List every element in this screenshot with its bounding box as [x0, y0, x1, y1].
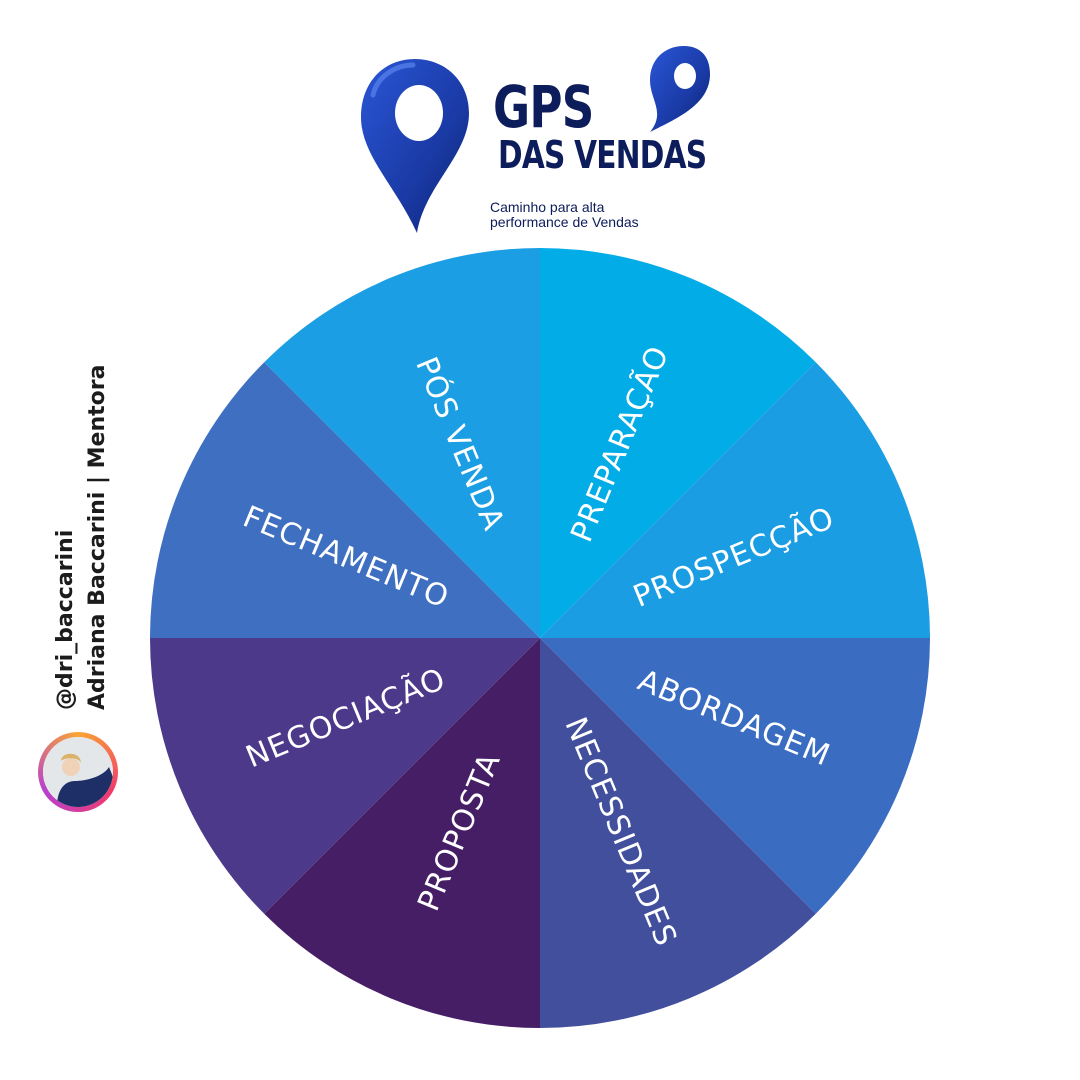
avatar[interactable] [38, 732, 118, 812]
wheel-segment [150, 362, 540, 638]
logo-subtitle: DAS VENDAS [498, 133, 707, 177]
wheel-segment [540, 362, 930, 638]
wheel-segment [150, 638, 540, 914]
tagline-line-2: performance de Vendas [490, 214, 639, 230]
author-name: Adriana Baccarini | Mentora [85, 364, 110, 710]
map-pin-icon [650, 46, 710, 132]
wheel-segment [540, 638, 816, 1028]
wheel-segment [264, 638, 540, 1028]
author-handle[interactable]: @dri_baccarini [53, 529, 78, 710]
wheel-segment [540, 248, 816, 638]
logo-title: GPS [493, 73, 594, 141]
map-pin-icon [361, 59, 469, 233]
person-icon [43, 737, 113, 807]
wheel-segment [264, 248, 540, 638]
logo-tagline: Caminho para alta performance de Vendas [490, 200, 690, 230]
tagline-line-1: Caminho para alta [490, 199, 605, 215]
wheel-segment [540, 638, 930, 914]
